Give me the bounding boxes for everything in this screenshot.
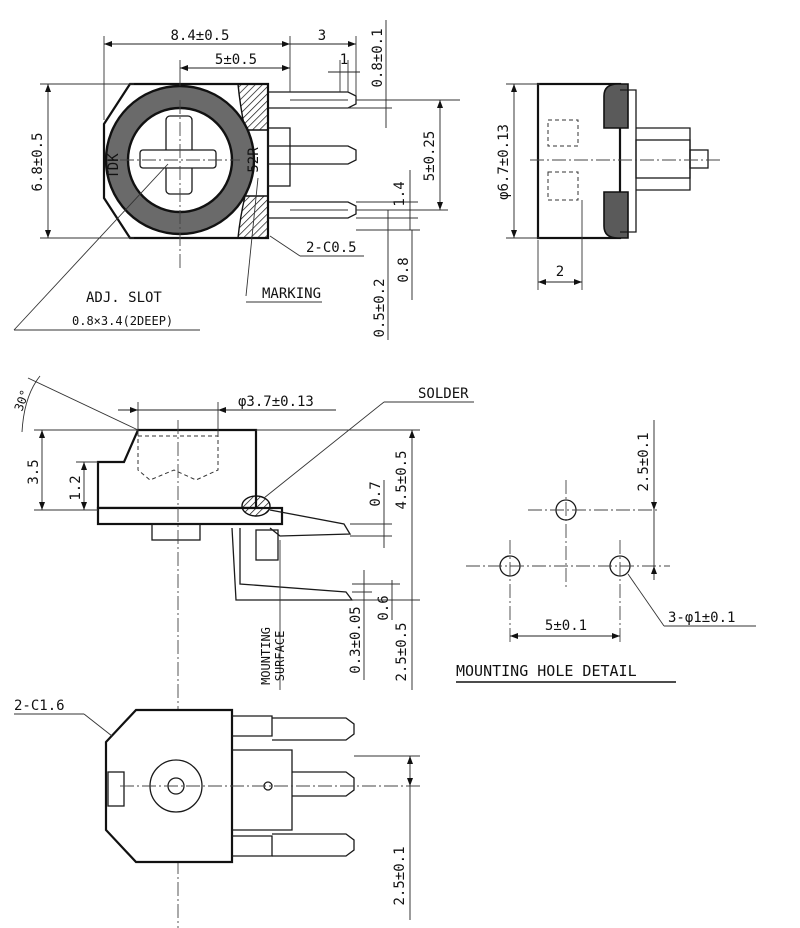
- solder-blob: [241, 495, 271, 517]
- label-marking: MARKING: [262, 286, 321, 302]
- label-adj-slot: ADJ. SLOT: [86, 290, 162, 306]
- front-lead-upper: [269, 509, 352, 537]
- dim-height: 6.8±0.5: [30, 132, 46, 191]
- dim-lower: 0.5±0.2: [372, 278, 388, 337]
- dim-standoff: 2.5±0.5: [394, 622, 410, 681]
- dim-pin-offset: 0.8±0.1: [370, 28, 386, 87]
- dim-step: 1.2: [68, 475, 84, 500]
- dim-gap: 0.6: [376, 595, 392, 620]
- dim-lead-thk: 0.3±0.05: [348, 606, 364, 673]
- dim-hole-horizontal: 5±0.1: [545, 618, 587, 634]
- hatch-top: [237, 83, 269, 131]
- dim-diameter: φ6.7±0.13: [496, 124, 512, 200]
- front-view: 30° φ3.7±0.13 SOLDER 3.5 1.2 0.7: [12, 375, 474, 928]
- mounting-hole-title: MOUNTING HOLE DETAIL: [456, 662, 637, 680]
- code-mark: 52R: [246, 147, 262, 173]
- label-mounting: MOUNTING: [259, 627, 273, 685]
- dim-offset: 2: [556, 264, 564, 280]
- dim-lower-b: 0.8: [396, 257, 412, 282]
- dim-hole-vertical: 2.5±0.1: [636, 432, 652, 491]
- label-solder: SOLDER: [418, 386, 469, 402]
- label-holes: 3-φ1±0.1: [668, 610, 735, 626]
- dim-pin-pitch: 5±0.25: [422, 131, 438, 182]
- dim-width: 8.4±0.5: [170, 28, 229, 44]
- dim-shaft: φ3.7±0.13: [238, 394, 314, 410]
- dim-pin-width: 1: [340, 52, 348, 68]
- dim-lead: 0.7: [368, 481, 384, 506]
- dim-bottom-pitch: 2.5±0.1: [392, 846, 408, 905]
- front-lead-lower: [231, 527, 354, 601]
- dim-pin-thickness: 1.4: [392, 181, 408, 206]
- side-view: φ6.7±0.13 2: [496, 82, 720, 290]
- bottom-view: 2-C1.6 2.5±0.1: [14, 698, 420, 920]
- label-slot-size: 0.8×3.4(2DEEP): [72, 314, 173, 328]
- front-view-body: [96, 428, 258, 510]
- label-surface: SURFACE: [273, 631, 287, 682]
- dim-height-front: 3.5: [26, 459, 42, 484]
- top-view-pins: [267, 91, 357, 219]
- top-view: TDK 52R 8.4±0.5 3 5±0.5 1 0.8±0.1: [13, 20, 460, 340]
- brand-mark: TDK: [106, 153, 122, 179]
- dim-total: 4.5±0.5: [394, 450, 410, 509]
- hatch-bottom: [237, 195, 269, 239]
- label-angle: 30°: [12, 388, 33, 413]
- mounting-hole-detail: 2.5±0.1 5±0.1 3-φ1±0.1 MOUNTING HOLE DET…: [456, 420, 756, 683]
- dim-pin-length: 3: [318, 28, 326, 44]
- label-bottom-chamfer: 2-C1.6: [14, 698, 65, 714]
- dim-pin-span: 5±0.5: [215, 52, 257, 68]
- label-chamfer: 2-C0.5: [306, 240, 357, 256]
